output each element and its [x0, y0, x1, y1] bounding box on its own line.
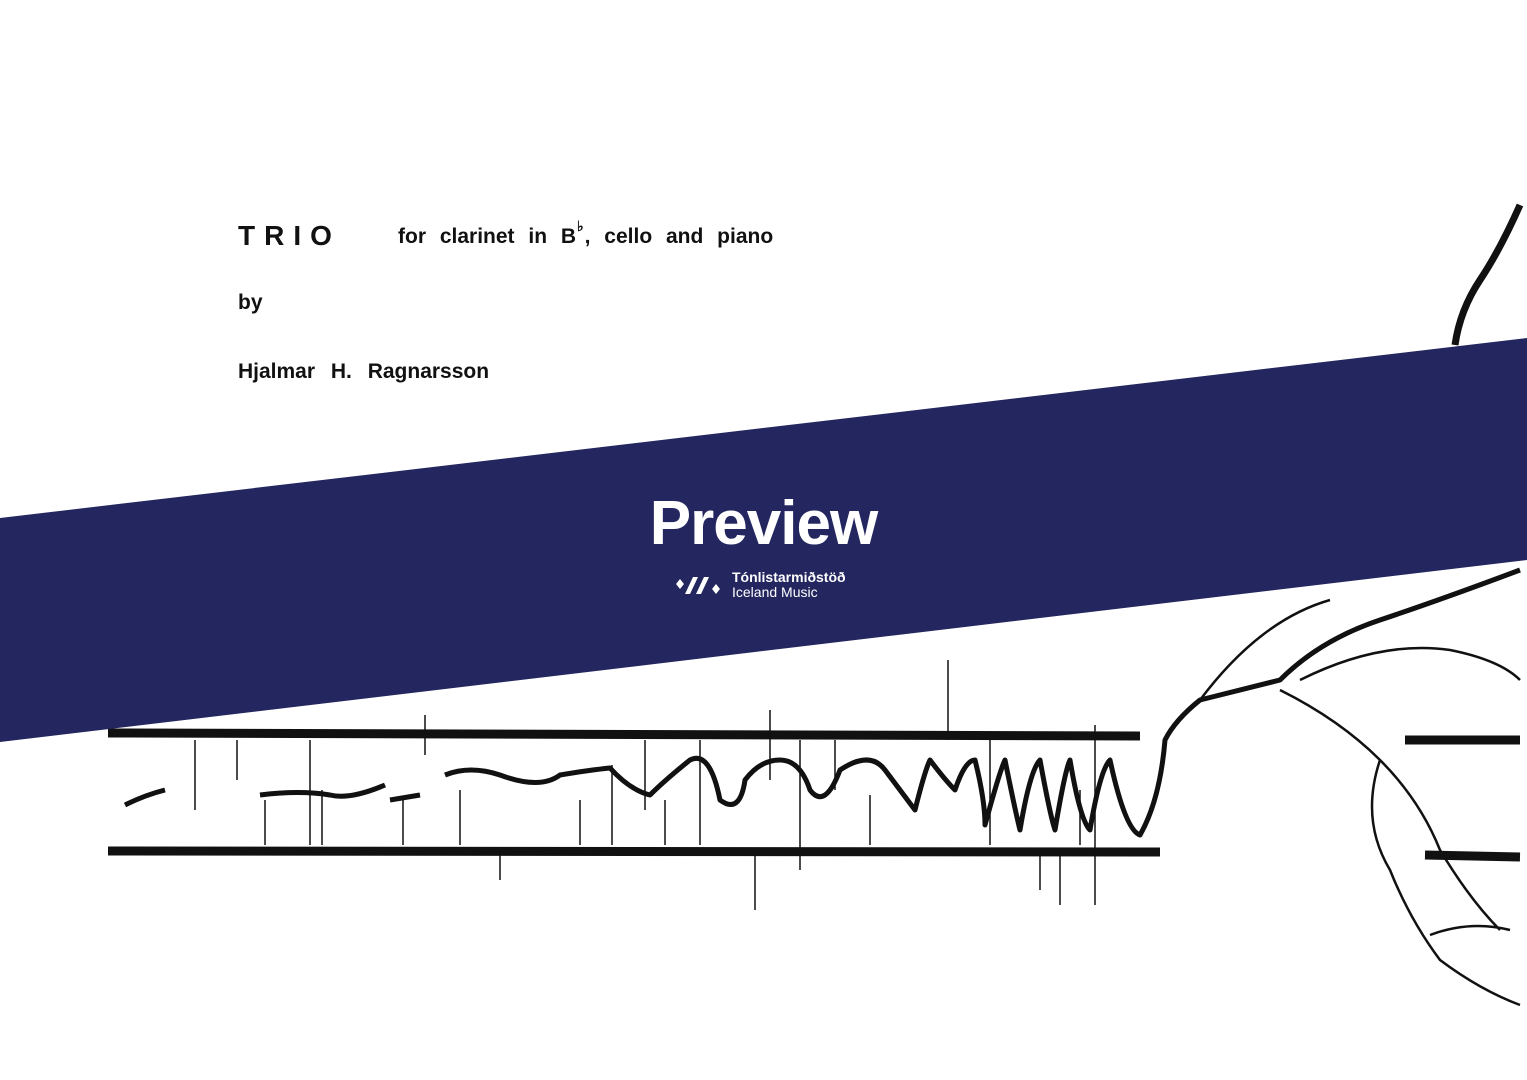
staff-lines [107, 728, 1521, 862]
preview-label: Preview [649, 489, 878, 558]
flat-sign: ♭ [577, 218, 584, 234]
logo-line2: Iceland Music [732, 584, 818, 600]
logo-mark-icon [676, 577, 720, 594]
score-subtitle: for clarinet in B♭, cello and piano [398, 219, 774, 249]
logo-line1: Tónlistarmiðstöð [732, 569, 846, 585]
squiggle-line [123, 203, 1524, 1007]
score-title: TRIO [238, 220, 341, 251]
composer-name: Hjalmar H. Ragnarsson [238, 360, 490, 383]
banner-band [0, 338, 1527, 742]
by-label: by [238, 291, 263, 314]
subtitle-post: , cello and piano [584, 225, 774, 248]
stems [194, 660, 1096, 910]
subtitle-pre: for clarinet in B [398, 225, 577, 248]
